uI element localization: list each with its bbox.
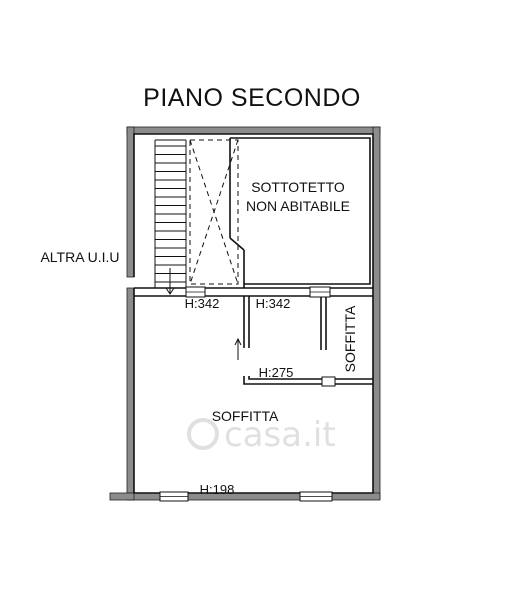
door-arrow-icon	[234, 337, 242, 360]
openings	[159, 286, 336, 502]
watermark: casa.it	[187, 415, 336, 455]
plan-title: PIANO SECONDO	[143, 84, 361, 112]
watermark-text: casa.it	[224, 415, 336, 455]
room-label-soffitta-right: SOFFITTA	[342, 305, 358, 372]
stair-treads	[155, 145, 186, 283]
adjacent-unit-label: ALTRA U.I.U	[40, 249, 119, 265]
room-label-soffitta-main: SOFFITTA	[212, 408, 279, 424]
stairwell-void	[189, 139, 239, 285]
room-label-sottotetto: SOTTOTETTO	[251, 179, 345, 195]
height-label-stair: H:342	[185, 296, 220, 311]
opening-lines	[160, 291, 332, 497]
height-label-bottom: H:198	[200, 482, 235, 497]
watermark-logo-icon	[187, 418, 219, 450]
height-label-central: H:342	[256, 296, 291, 311]
stair-arrow-icon	[165, 268, 175, 295]
room-label-non-abitabile: NON ABITABILE	[246, 198, 350, 214]
height-label-low: H:275	[259, 365, 294, 380]
inner-walls	[133, 133, 374, 494]
